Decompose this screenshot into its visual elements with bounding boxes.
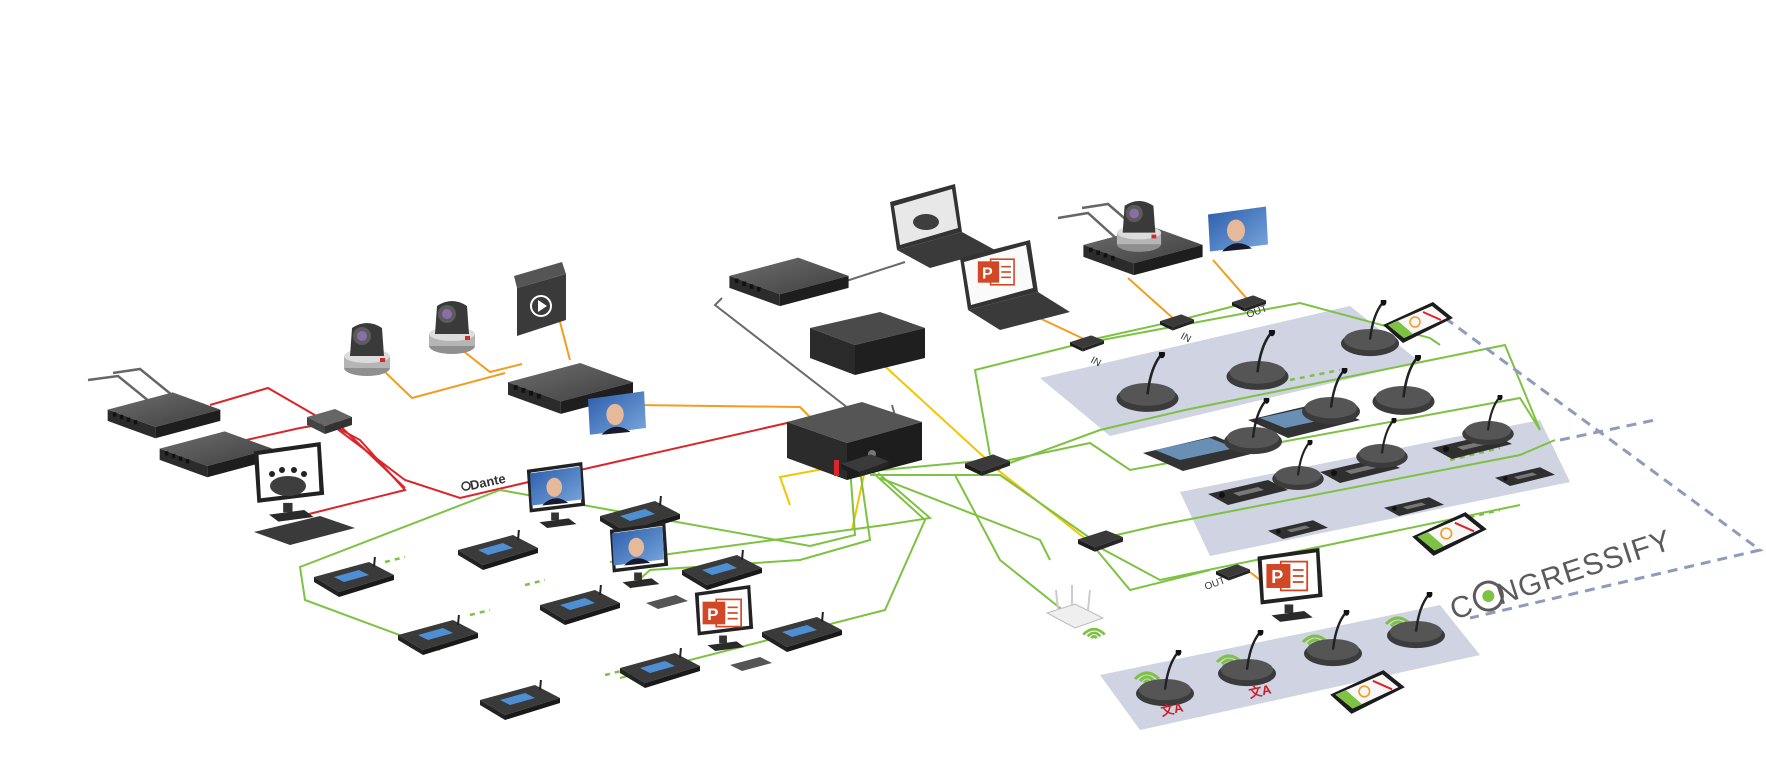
wire-green-left-4 — [609, 472, 933, 563]
label-in-1: IN — [1089, 355, 1103, 369]
presentation-laptop[interactable] — [960, 240, 1070, 330]
wire-green-left-3 — [619, 469, 927, 679]
wire-lan-1 — [713, 297, 849, 409]
wifi-signal-icon — [1081, 627, 1107, 640]
ptz-camera-3[interactable] — [1116, 201, 1162, 252]
right-video-section: IN IN OUT OUT — [1057, 201, 1323, 622]
video-section — [344, 262, 646, 435]
ptz-camera-2[interactable] — [429, 301, 475, 354]
wire-green-ap — [954, 474, 1066, 613]
wire-video-7 — [1212, 259, 1249, 301]
wire-video-2 — [461, 349, 523, 374]
dante-label: Dante — [461, 471, 507, 493]
delegate-console[interactable] — [458, 514, 538, 570]
dashed-green-3 — [524, 578, 546, 587]
wire-video-6 — [1127, 277, 1176, 321]
zone-areas — [1040, 306, 1570, 730]
wire-green-right-6 — [1094, 547, 1211, 592]
control-pc[interactable] — [253, 442, 355, 545]
management-laptop[interactable] — [890, 184, 995, 268]
dashed-wireless-2 — [1559, 418, 1656, 442]
uplink-arrows-left — [87, 367, 173, 403]
zone-wireless-delegates — [1100, 605, 1480, 730]
wire-dante-4 — [579, 415, 819, 471]
wire-green-right-2 — [999, 396, 1541, 472]
right-top-delegates — [1115, 300, 1453, 471]
wire-green-right-3 — [1009, 343, 1541, 464]
speaker-monitor-2[interactable] — [609, 522, 669, 589]
dashed-green-4 — [604, 668, 626, 677]
label-in-2: IN — [1179, 331, 1193, 345]
interpretation-icon-2: 文A — [1248, 681, 1274, 700]
wire-green-mid-3 — [879, 477, 1051, 561]
central-section — [729, 184, 1123, 640]
dashed-green-2 — [469, 608, 491, 617]
rack-unit[interactable] — [810, 312, 925, 375]
speaker-photo-2 — [1208, 206, 1268, 252]
dante-section: Dante — [87, 367, 507, 545]
label-out-2: OUT — [1203, 575, 1227, 593]
presentation-monitor[interactable] — [1257, 548, 1323, 622]
splitter-hub-2[interactable] — [965, 454, 1010, 476]
wire-green-right-5 — [1094, 504, 1521, 582]
keyboard-icon — [254, 516, 355, 545]
speech-bubble-icon — [1472, 580, 1504, 612]
delegate-console[interactable] — [620, 632, 700, 688]
small-device — [730, 657, 772, 671]
wire-green-right-4 — [1094, 439, 1556, 541]
dashed-wireless-1 — [1444, 316, 1764, 620]
delegate-console[interactable] — [762, 596, 842, 652]
powerpoint-icon — [1265, 560, 1309, 592]
wire-dante-3 — [304, 424, 407, 516]
dante-label-text: Dante — [469, 471, 507, 493]
speaker-monitor-1[interactable] — [526, 462, 586, 529]
wire-green-left-1 — [298, 466, 857, 651]
wire-green-mid-2 — [870, 474, 1101, 546]
dashed-green-7 — [1449, 508, 1501, 524]
wifi-access-point[interactable] — [1045, 585, 1107, 640]
powerpoint-icon — [976, 258, 1015, 286]
media-player-icon[interactable] — [514, 262, 566, 336]
delegate-console[interactable] — [398, 599, 478, 655]
ptz-camera-1[interactable] — [344, 323, 390, 376]
presentation-monitor-left[interactable] — [694, 585, 754, 652]
interpretation-icon-1: 文A — [1160, 699, 1186, 718]
lan-server[interactable] — [729, 257, 849, 307]
delegate-console[interactable] — [314, 541, 394, 597]
wire-green-left-2 — [629, 469, 872, 589]
gooseneck-mic[interactable] — [1271, 439, 1325, 492]
dashed-green-6 — [1449, 446, 1501, 462]
wire-lan-2 — [839, 261, 906, 284]
dante-server-1[interactable] — [107, 392, 221, 439]
delegate-console[interactable] — [480, 664, 560, 720]
powerpoint-icon — [701, 598, 742, 628]
wireless-delegates: 文A 文A — [1133, 592, 1447, 719]
wire-video-3 — [559, 321, 571, 361]
dashed-green-1 — [384, 555, 406, 564]
delegate-console[interactable] — [540, 569, 620, 625]
ethernet-switch[interactable] — [307, 409, 352, 434]
wire-video-1 — [384, 371, 506, 400]
dashed-green-5 — [1289, 368, 1341, 382]
left-delegate-consoles — [314, 462, 842, 720]
seating-plan-icon — [269, 467, 307, 496]
small-device — [646, 595, 688, 609]
